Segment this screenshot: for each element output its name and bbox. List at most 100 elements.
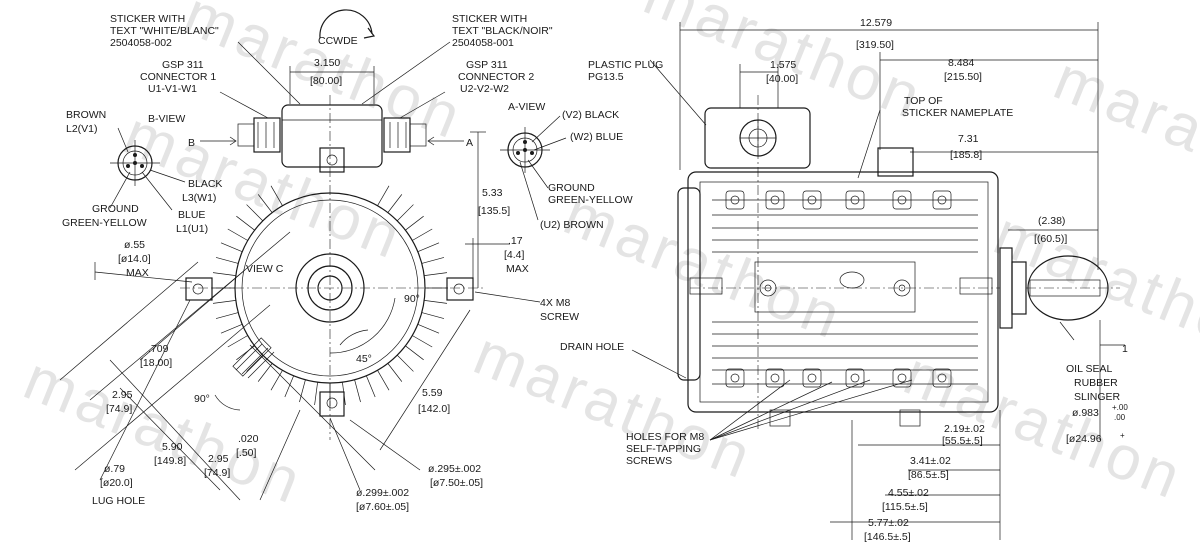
label-dim-8484: 8.484 [948,57,974,69]
label-ccwde: CCWDE [318,35,358,47]
fin-line [412,228,433,241]
label-drain-hole: DRAIN HOLE [560,341,624,353]
label-connector-2: CONNECTOR 2 [458,71,534,83]
fin-line [212,272,236,276]
hole-boss [845,368,865,388]
label-dim-555: [55.5±.5] [942,435,983,447]
fin-line [366,375,376,398]
fin-line [421,312,445,319]
label-u2: U2-V2-W2 [460,83,509,95]
watermark-text: marathon [985,199,1200,373]
fin-line [299,379,306,403]
label-90-deg-b: 90° [194,393,210,405]
label-oil-seal: OIL SEAL [1066,363,1112,375]
label-sticker-black-pn: 2504058-001 [452,37,514,49]
label-w2-blue: (W2) BLUE [570,131,623,143]
label-dim-2496-tol: + [1120,431,1125,440]
label-dim-12579: 12.579 [860,17,892,29]
fin-line [424,300,448,304]
label-sticker-white: STICKER WITH [110,13,185,25]
label-b-arrow: B [188,137,195,149]
watermark-text: marathon [1045,44,1200,218]
fin-line [387,363,403,382]
hole [850,373,860,383]
label-dim-050: [.50] [236,447,257,459]
label-dim-709: .709 [148,343,169,355]
label-pg135: PG13.5 [588,71,624,83]
label-b-view: B-VIEW [148,113,185,125]
label-90-deg: 90° [404,293,420,305]
side-cooling-fins [712,199,978,385]
fin-line [270,370,283,391]
label-self-tapping: SELF-TAPPING [626,443,701,455]
hole [937,195,947,205]
label-dim-865: [86.5±.5] [908,469,949,481]
label-dim-1465: [146.5±.5] [864,531,911,543]
fin-line [417,242,440,252]
fin-line [220,324,243,334]
label-dim-238: (2.38) [1038,215,1065,227]
label-ground-left: GROUND [92,203,139,215]
label-dim-8000: [80.00] [310,75,342,87]
label-gsp1: GSP 311 [162,59,204,71]
label-dim-1355: [135.5] [478,205,510,217]
label-view-c: VIEW C [246,263,284,275]
label-sticker-white-text: TEXT "WHITE/BLANC" [110,25,219,37]
hole-boss [892,190,912,210]
label-dim-295b: 2.95 [208,453,229,465]
hole-boss [845,190,865,210]
label-plastic-plug: PLASTIC PLUG [588,59,663,71]
lug-left [185,277,213,301]
label-dim-0983-tol: +.00 [1112,403,1128,412]
label-connector-1: CONNECTOR 1 [140,71,216,83]
label-dim-079: ø.79 [104,463,125,475]
hole [937,373,947,383]
label-screw: SCREW [540,311,579,323]
label-a-view: A-VIEW [508,101,545,113]
side-terminal-box [704,107,811,169]
fin-line [377,370,390,391]
fin-line [227,228,248,241]
label-dim-750: [ø7.50±.05] [430,477,483,489]
label-l3w1: L3(W1) [182,192,216,204]
label-rubber: RUBBER [1074,377,1118,389]
label-screws: SCREWS [626,455,672,467]
hole [770,195,780,205]
fin-line [354,379,361,403]
label-dim-3150: 3.150 [314,57,340,69]
label-dim-21550: [215.50] [944,71,982,83]
fin-line [377,185,390,206]
hole [850,195,860,205]
watermark-text: marathon [15,344,313,518]
label-holes-m8: HOLES FOR M8 [626,431,704,443]
label-green-yellow-right: GREEN-YELLOW [548,194,633,206]
hole-boss [725,368,745,388]
label-dim-455: 4.55±.02 [888,487,929,499]
hatched-lug [232,337,275,379]
fin-line [227,335,248,348]
label-dim-533: 5.33 [482,187,503,199]
fin-line [421,257,445,264]
fin-line [314,382,318,406]
hole-boss [725,190,745,210]
hole [730,195,740,205]
fin-line [387,194,403,213]
lug-bottom [319,391,345,417]
fin-line [424,272,448,276]
motor-body [687,171,999,413]
label-l2v1: L2(V1) [66,123,98,135]
label-sticker-white-pn: 2504058-002 [110,37,172,49]
hole-boss [932,368,952,388]
label-dim-577: 5.77±.02 [868,517,909,529]
fin-line [246,204,264,222]
label-u1: U1-V1-W1 [148,83,197,95]
label-dim-760: [ø7.60±.05] [356,501,409,513]
fin-line [284,375,294,398]
hole [898,284,906,292]
hole-boss [932,190,952,210]
label-dim-1575: 1.575 [770,59,796,71]
label-dim-749: [74.9] [106,403,132,415]
label-dim-605: [(60.5)] [1034,233,1067,245]
hole [807,373,817,383]
label-dim-200: [ø20.0] [100,477,133,489]
